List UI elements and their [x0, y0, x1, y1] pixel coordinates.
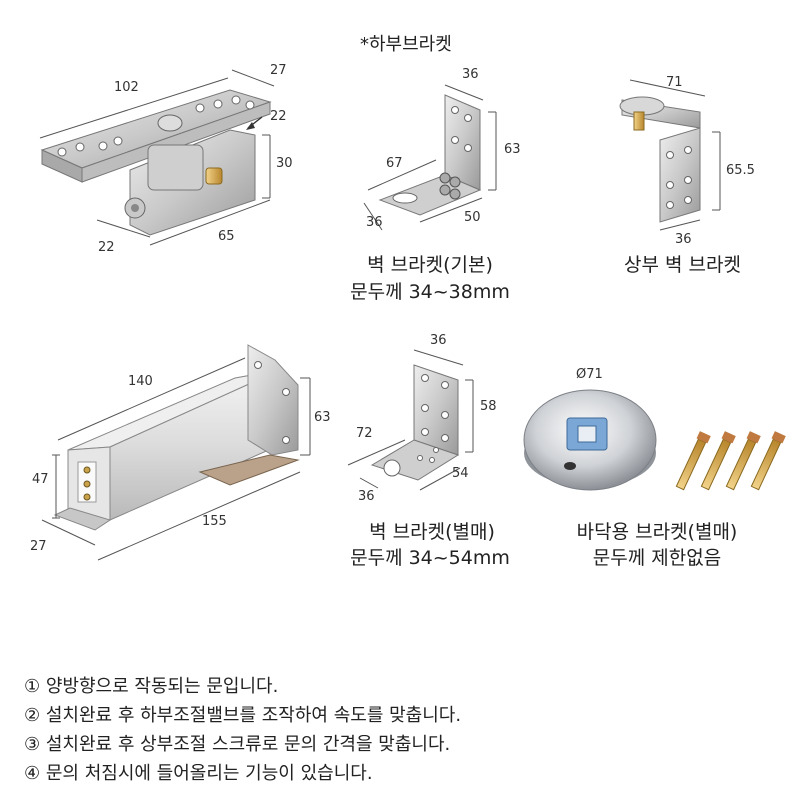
dim-label: 65.5 [726, 163, 755, 178]
caption-wall-bracket-basic: 벽 브라켓(기본) [367, 254, 493, 276]
note-item: ① 양방향으로 작동되는 문입니다. [24, 676, 279, 697]
dim-label: 36 [366, 215, 383, 230]
caption-wall-bracket-separate: 벽 브라켓(별매) [369, 521, 495, 543]
dim-label: 50 [464, 210, 481, 225]
dim-label: 71 [666, 75, 683, 90]
caption-door-thickness: 문두께 34~38mm [350, 281, 510, 303]
note-item: ③ 설치완료 후 상부조절 스크류로 문의 간격을 맞춥니다. [24, 734, 451, 755]
dim-label: 58 [480, 399, 497, 414]
caption-door-thickness: 문두께 34~54mm [350, 547, 510, 569]
dim-label: 30 [276, 156, 293, 171]
bottom-pivot-drawing [39, 69, 275, 246]
dim-label: 36 [462, 67, 479, 82]
dim-label: 22 [98, 240, 115, 255]
dim-label: 36 [430, 333, 447, 348]
dim-label: 63 [314, 410, 331, 425]
dim-label: 65 [218, 229, 235, 244]
dim-label: 22 [270, 109, 287, 124]
dim-label: 54 [452, 466, 469, 481]
dim-label: 27 [270, 63, 287, 78]
dim-label: 140 [128, 374, 153, 389]
floor-bracket-drawing [523, 389, 786, 491]
dim-label: 27 [30, 539, 47, 554]
note-item: ④ 문의 처짐시에 들어올리는 기능이 있습니다. [24, 763, 373, 784]
caption-door-thickness: 문두께 제한없음 [592, 547, 722, 569]
dim-label: 36 [358, 489, 375, 504]
section-title: *하부브라켓 [360, 34, 452, 55]
dim-label: 155 [202, 514, 227, 529]
dim-label: 36 [675, 232, 692, 247]
dim-label: Ø71 [576, 367, 603, 382]
caption-upper-wall-bracket: 상부 벽 브라켓 [624, 254, 741, 276]
dim-label: 102 [114, 80, 139, 95]
wall-bracket-basic-drawing [363, 84, 497, 231]
dim-label: 72 [356, 426, 373, 441]
dim-label: 63 [504, 142, 521, 157]
note-item: ② 설치완료 후 하부조절밸브를 조작하여 속도를 맞춥니다. [24, 705, 462, 726]
upper-wall-bracket-drawing [619, 79, 721, 231]
dim-label: 67 [386, 156, 403, 171]
wall-bracket-separate-drawing [347, 349, 474, 491]
caption-floor-bracket: 바닥용 브라켓(별매) [576, 521, 738, 543]
dim-label: 47 [32, 472, 49, 487]
door-closer-drawing [41, 344, 311, 561]
anchor-bolts-drawing [675, 431, 786, 491]
